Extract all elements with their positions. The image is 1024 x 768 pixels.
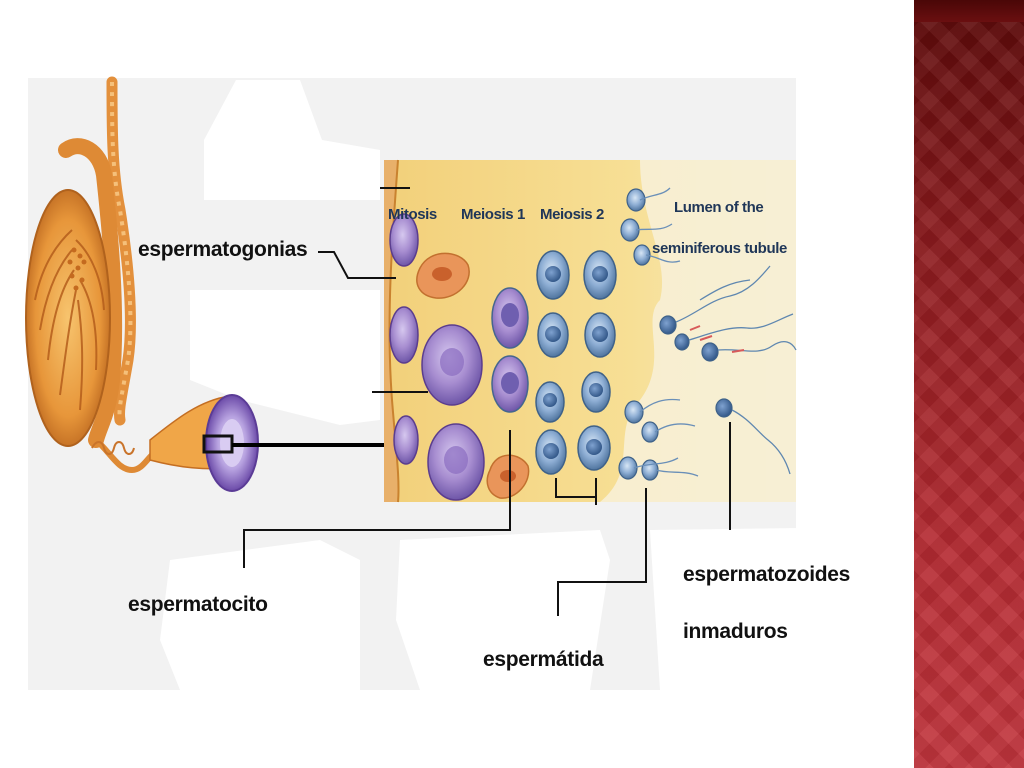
stage-meiosis-2: Meiosis 2 bbox=[540, 206, 604, 223]
label-espermatozoides-line2: inmaduros bbox=[683, 620, 788, 643]
label-espermatogonias: espermatogonias bbox=[138, 238, 308, 261]
leader-lines bbox=[243, 187, 731, 616]
label-espermatida: espermátida bbox=[483, 648, 604, 671]
testis-illustration bbox=[25, 76, 259, 492]
white-patches bbox=[160, 80, 800, 690]
stage-lumen-line1: Lumen of the bbox=[674, 199, 764, 216]
stage-lumen-line2: seminiferous tubule bbox=[652, 240, 787, 257]
stage-meiosis-1: Meiosis 1 bbox=[461, 206, 525, 223]
tubule-section bbox=[384, 159, 797, 503]
label-espermatozoides-line1: espermatozoides bbox=[683, 563, 851, 586]
decorative-side-bar bbox=[914, 0, 1024, 768]
label-espermatocito: espermatocito bbox=[128, 593, 268, 616]
stage-mitosis: Mitosis bbox=[388, 206, 437, 223]
